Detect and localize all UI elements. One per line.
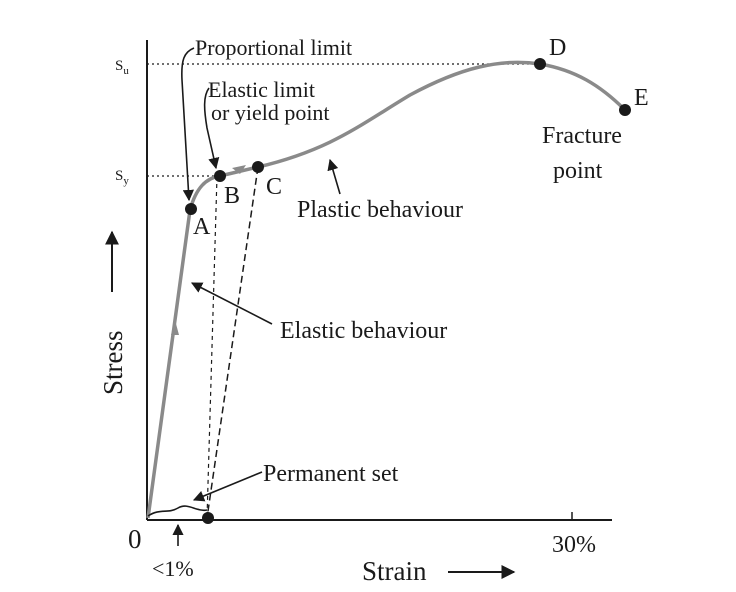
curve-direction-arrow [232,165,246,174]
permanent-set-squiggle [147,505,208,517]
small-strain-label: <1% [152,556,194,581]
elastic-limit-arrow [203,87,220,170]
proportional-limit-label: Proportional limit [195,35,352,60]
origin-label: 0 [128,524,142,554]
point-a-label: A [193,214,211,240]
point-b-label: B [224,183,240,209]
point-a-marker [185,203,197,215]
elastic-behaviour-arrow [191,282,273,325]
point-e-label: E [634,85,649,111]
elastic-limit-label-line2: or yield point [211,100,330,125]
permanent-set-marker [202,512,214,524]
permanent-set-label: Permanent set [263,461,399,487]
point-b-marker [214,170,226,182]
elastic-recovery-line [206,175,218,519]
point-e-marker [619,104,631,116]
point-d-label: D [549,35,566,61]
elastic-limit-label-line1: Elastic limit [208,77,315,102]
proportional-limit-arrow [181,47,195,202]
x-tick-label: 30% [552,532,596,558]
fracture-point-label-line1: Fracture [542,123,622,149]
permanent-set-arrow [192,471,263,502]
unloading-dashed-line [206,166,259,519]
su-label: Su [115,58,129,77]
point-c-marker [252,161,264,173]
plastic-behaviour-arrow [327,158,341,195]
elastic-behaviour-label: Elastic behaviour [280,318,447,344]
point-c-label: C [266,174,282,200]
point-d-marker [534,58,546,70]
curve-direction-arrow [171,320,179,335]
y-axis-label: Stress [98,330,128,395]
sy-label: Sy [115,168,129,187]
plastic-behaviour-label: Plastic behaviour [297,197,463,223]
fracture-point-label-line2: point [553,158,603,184]
x-axis-label: Strain [362,556,427,586]
